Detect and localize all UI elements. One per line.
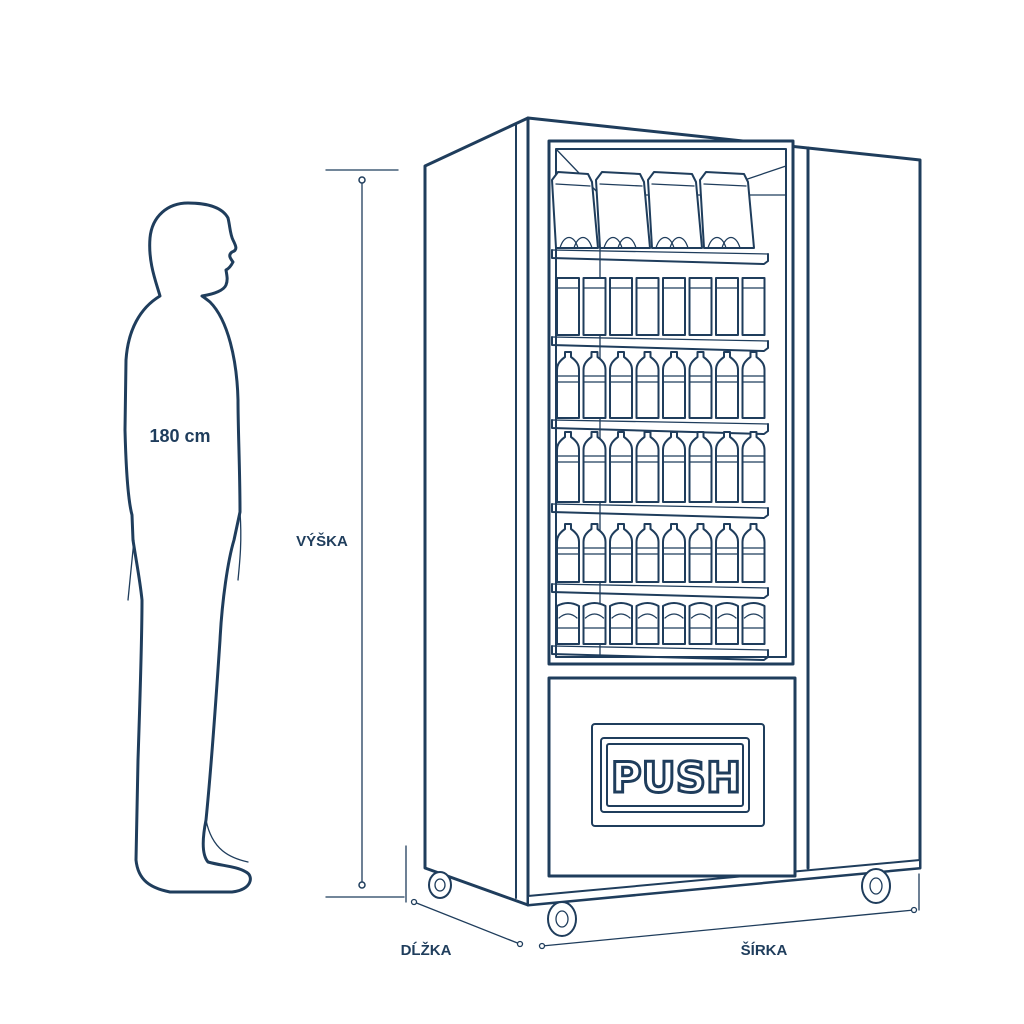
drink-carton: [556, 277, 580, 336]
drink-can: [635, 602, 660, 645]
height-dimension: [325, 169, 405, 898]
depth-dimension: [405, 845, 524, 948]
drink-can: [715, 602, 739, 645]
drink-carton: [662, 277, 686, 336]
drink-can: [556, 602, 580, 645]
vending-machine: PUSH: [423, 116, 922, 937]
wheel-front-right: [861, 868, 891, 904]
water-bottle: [688, 431, 713, 503]
shelf: [551, 249, 769, 265]
person-height-label: 180 cm: [149, 426, 210, 446]
drink-can: [609, 602, 633, 645]
product-shelves: [551, 171, 769, 661]
water-bottle: [556, 523, 580, 583]
snack-bag: [699, 171, 755, 249]
machine-side-panel: [423, 116, 530, 907]
water-bottle: [715, 351, 739, 419]
water-bottle: [741, 523, 766, 583]
water-bottle: [635, 431, 660, 503]
water-bottle: [688, 523, 713, 583]
water-bottle: [609, 431, 633, 503]
water-bottle: [662, 351, 686, 419]
water-bottle: [715, 431, 739, 503]
water-bottle: [635, 523, 660, 583]
water-bottle: [556, 351, 580, 419]
water-bottle: [662, 431, 686, 503]
drink-can: [688, 602, 713, 645]
water-bottle: [609, 523, 633, 583]
water-bottle: [609, 351, 633, 419]
water-bottle: [741, 351, 766, 419]
drink-carton: [688, 277, 713, 336]
width-label: ŠÍRKA: [741, 941, 788, 959]
drink-carton: [609, 277, 633, 336]
shelf: [551, 645, 769, 661]
shelf: [551, 503, 769, 519]
shelf: [551, 419, 769, 435]
height-label: VÝŠKA: [296, 532, 348, 550]
snack-bag: [551, 171, 599, 249]
snack-bag: [595, 171, 651, 249]
snack-bag: [647, 171, 703, 249]
shelf: [551, 583, 769, 599]
drink-carton: [582, 277, 607, 336]
water-bottle: [556, 431, 580, 503]
shelf: [551, 336, 769, 352]
wheel-rear-left: [428, 871, 452, 899]
drink-can: [582, 602, 607, 645]
water-bottle: [688, 351, 713, 419]
water-bottle: [741, 431, 766, 503]
drink-carton: [635, 277, 660, 336]
water-bottle: [582, 523, 607, 583]
water-bottle: [582, 431, 607, 503]
wheel-front-left: [547, 901, 577, 937]
water-bottle: [635, 351, 660, 419]
water-bottle: [662, 523, 686, 583]
drink-carton: [715, 277, 739, 336]
person-silhouette: [123, 201, 252, 894]
width-dimension: [538, 873, 920, 950]
water-bottle: [715, 523, 739, 583]
drink-can: [662, 602, 686, 645]
drink-carton: [741, 277, 766, 336]
depth-label: DĹŽKA: [401, 941, 452, 959]
drink-can: [741, 602, 766, 645]
push-label: PUSH: [611, 753, 741, 802]
water-bottle: [582, 351, 607, 419]
